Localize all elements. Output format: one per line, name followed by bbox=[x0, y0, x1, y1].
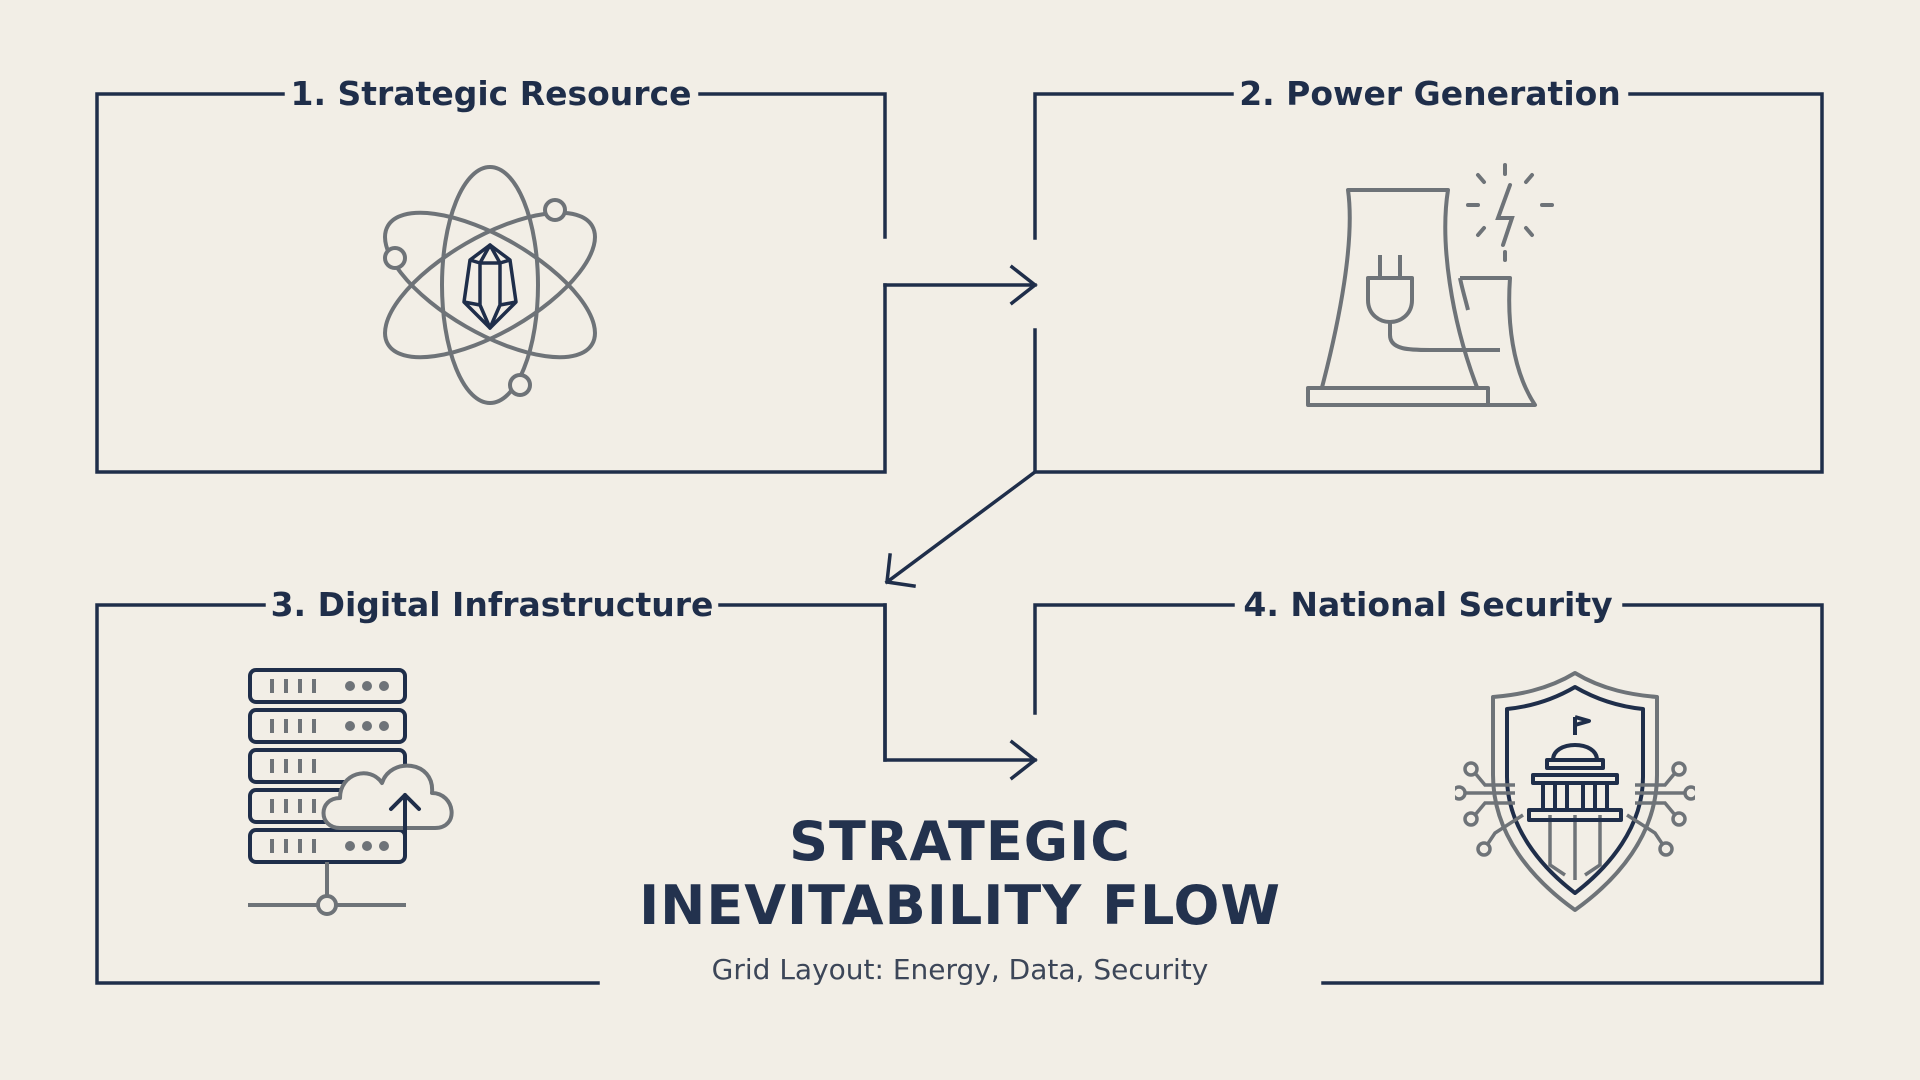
arrow-1-to-2 bbox=[883, 264, 1038, 306]
step-2-title: 2. Power Generation bbox=[1239, 74, 1621, 113]
atom-crystal-icon bbox=[383, 165, 597, 405]
arrow-2-to-3 bbox=[884, 469, 1038, 588]
diagram-title-line-2: INEVITABILITY FLOW bbox=[639, 874, 1281, 937]
server-cloud-icon bbox=[248, 668, 454, 916]
shield-capitol-icon bbox=[1455, 671, 1695, 912]
arrow-3-to-4 bbox=[883, 603, 1038, 781]
diagram-title-line-1: STRATEGIC bbox=[789, 810, 1131, 873]
step-3-title: 3. Digital Infrastructure bbox=[270, 585, 714, 624]
box-1-frame bbox=[95, 92, 887, 474]
step-4-title: 4. National Security bbox=[1243, 585, 1613, 624]
power-plant-icon bbox=[1306, 163, 1554, 407]
diagram-subtitle: Grid Layout: Energy, Data, Security bbox=[711, 953, 1209, 986]
diagram-title: STRATEGIC INEVITABILITY FLOW bbox=[639, 810, 1281, 938]
step-1-title: 1. Strategic Resource bbox=[290, 74, 692, 113]
box-2-frame bbox=[1033, 92, 1824, 474]
box-4-frame bbox=[1033, 603, 1824, 985]
